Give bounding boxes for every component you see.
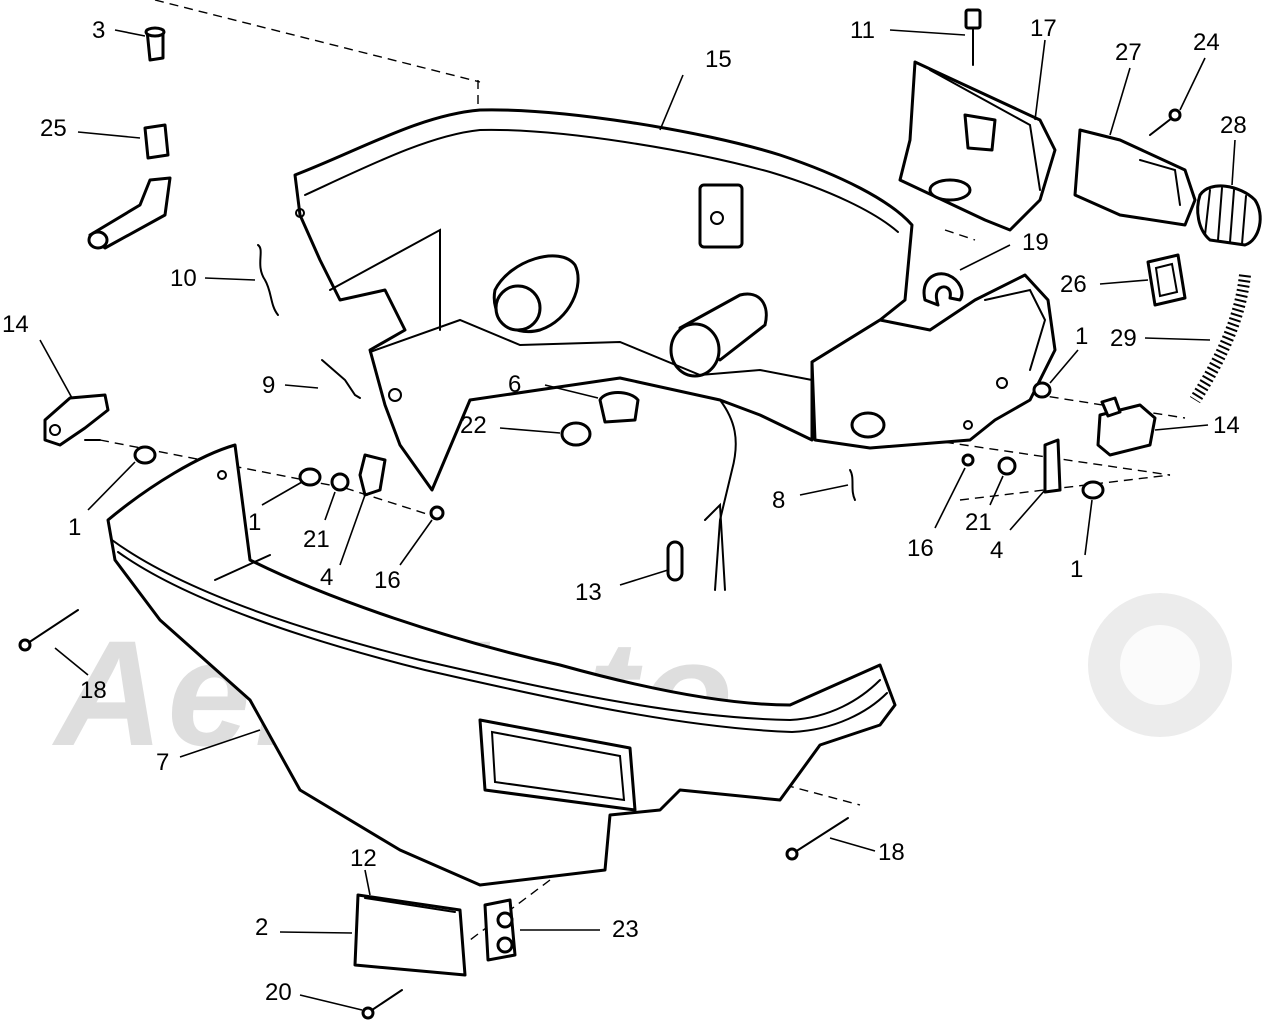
spring-hose [1189,274,1251,404]
latch-right [1096,396,1157,457]
upper-cowl-rear [293,108,914,492]
strap-13 [666,540,684,582]
callout-29: 29 [1110,325,1137,352]
callout-11: 11 [850,17,875,44]
leader-lines [39,29,1236,1011]
callout-7: 7 [156,749,169,776]
bushing-1b [298,467,322,487]
bolt-11 [964,8,982,66]
hook-4a [358,453,387,497]
callout-23: 23 [612,916,639,943]
hook-4b [1043,438,1062,494]
wire-clips [257,244,856,501]
callout-18-a: 18 [80,677,107,704]
callout-4-b: 4 [990,537,1003,564]
callout-8: 8 [772,487,785,514]
bolts-18 [18,609,849,861]
callout-3: 3 [92,17,105,44]
callout-26: 26 [1060,271,1087,298]
callout-16-b: 16 [907,535,934,562]
callout-9: 9 [262,372,275,399]
callout-15: 15 [705,46,732,73]
callout-22: 22 [460,412,487,439]
screw-16b [961,453,975,467]
callout-20: 20 [265,979,292,1006]
callout-2: 2 [255,914,268,941]
callout-18-b: 18 [878,839,905,866]
air-duct [1073,128,1197,227]
hose-elbow [87,176,172,250]
callout-16-a: 16 [374,567,401,594]
bushing-1c [1032,381,1052,399]
gasket [1146,253,1187,307]
screw-20 [361,989,403,1020]
washer-21b [997,456,1017,476]
bushing-1a [133,445,157,465]
grommet-25 [143,123,170,160]
cowl-right-bracket [704,273,1057,591]
plate-12 [353,893,467,977]
callout-1-c: 1 [1075,323,1088,350]
callout-13: 13 [575,579,602,606]
callouts: 3 25 10 9 14 1 1 21 4 16 15 6 22 13 8 11… [2,15,1247,1006]
callout-4-a: 4 [320,564,333,591]
sleeve-3 [144,26,166,62]
callout-1-a: 1 [68,514,81,541]
air-intake-housing [898,60,1057,232]
block-23 [483,898,517,962]
grommet-6 [598,391,640,424]
callout-12: 12 [350,845,377,872]
callout-24: 24 [1193,29,1220,56]
callout-10: 10 [170,265,197,292]
washer-21a [330,472,350,492]
callout-21-a: 21 [303,526,330,553]
callout-25: 25 [40,115,67,142]
screw-16a [429,505,445,521]
rubber-boot [1196,184,1262,247]
callout-1-d: 1 [1070,556,1083,583]
screw-24 [1149,108,1182,136]
latch-left [43,393,110,447]
clip-19 [922,272,964,307]
callout-21-b: 21 [965,509,992,536]
callout-14-left: 14 [2,311,29,338]
callout-17: 17 [1030,15,1057,42]
callout-14-right: 14 [1213,412,1240,439]
callout-19: 19 [1022,229,1049,256]
callout-28: 28 [1220,112,1247,139]
callout-6: 6 [508,371,521,398]
small-hardware [133,381,1105,582]
grommet-22 [560,421,592,447]
lower-cowl [106,443,897,887]
callout-27: 27 [1115,39,1142,66]
callout-1-b: 1 [248,509,261,536]
bushing-1d [1081,480,1105,500]
